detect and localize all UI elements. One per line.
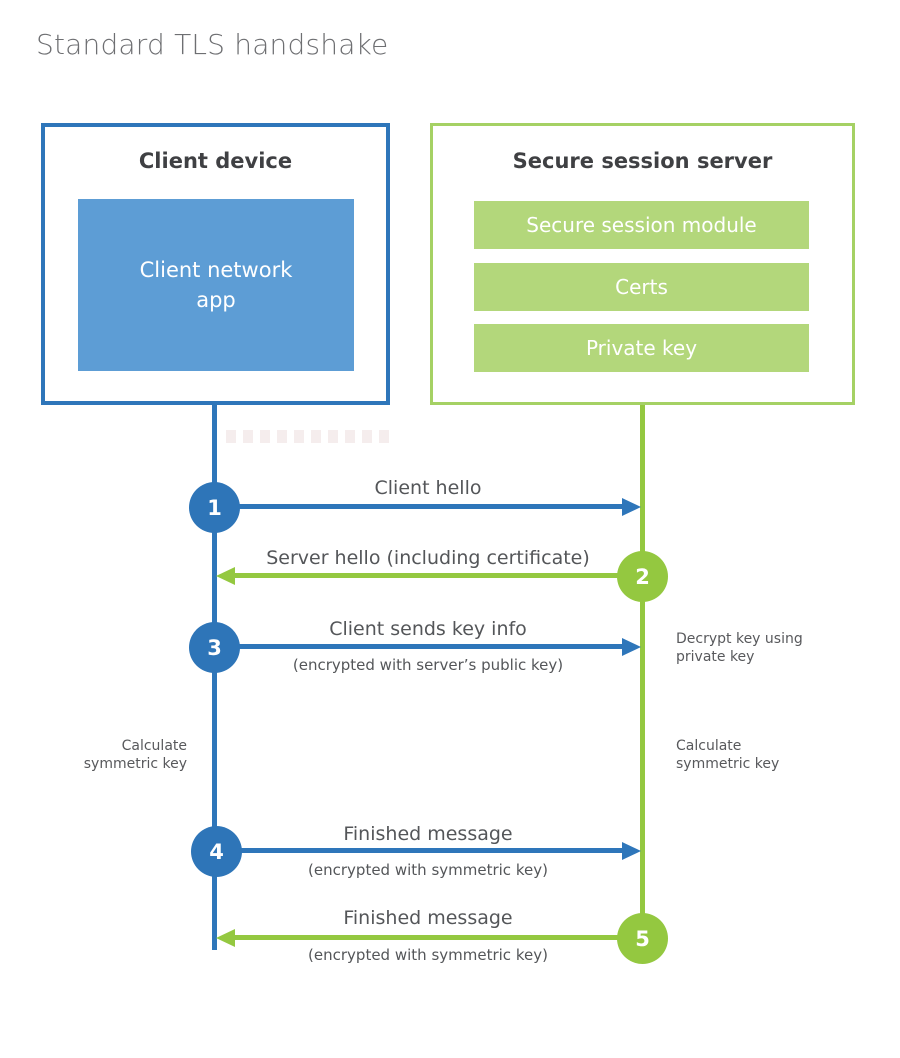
- arrow-left-icon: [216, 929, 235, 947]
- message-label-server-hello: Server hello (including certificate): [266, 547, 590, 569]
- note-calculate-symmetric-key-server: Calculate symmetric key: [676, 738, 780, 772]
- finished-server-arrow: [235, 935, 618, 940]
- arrow-right-icon: [622, 498, 641, 516]
- step-3-marker: 3: [189, 622, 240, 673]
- server-module-secure-session-module: Secure session module: [474, 201, 809, 249]
- message-label-finished-server: Finished message: [343, 907, 513, 929]
- arrow-right-icon: [622, 842, 641, 860]
- message-sub-finished-server: (encrypted with symmetric key): [308, 946, 548, 964]
- client-hello-arrow: [239, 504, 623, 509]
- step-2-marker: 2: [617, 551, 668, 602]
- note-decrypt-key: Decrypt key using private key: [676, 631, 803, 665]
- step-5-marker: 5: [617, 913, 668, 964]
- message-sub-finished-client: (encrypted with symmetric key): [308, 861, 548, 879]
- note-calculate-symmetric-key-client: Calculate symmetric key: [83, 738, 187, 772]
- arrow-left-icon: [216, 567, 235, 585]
- message-label-finished-client: Finished message: [343, 823, 513, 845]
- faint-dashes-artifact: [226, 430, 396, 443]
- step-1-marker: 1: [189, 482, 240, 533]
- secure-session-server-title: Secure session server: [512, 149, 773, 173]
- arrow-right-icon: [622, 638, 641, 656]
- client-key-info-arrow: [239, 644, 623, 649]
- server-lifeline: [640, 405, 645, 938]
- client-lifeline: [212, 405, 217, 950]
- client-network-app-box: Client network app: [78, 199, 354, 371]
- message-sub-client-key-info: (encrypted with server’s public key): [292, 656, 564, 674]
- server-hello-arrow: [235, 573, 619, 578]
- page-title: Standard TLS handshake: [36, 28, 389, 61]
- client-device-title: Client device: [138, 149, 293, 173]
- step-4-marker: 4: [191, 826, 242, 877]
- server-module-private-key: Private key: [474, 324, 809, 372]
- server-module-certs: Certs: [474, 263, 809, 311]
- finished-client-arrow: [241, 848, 623, 853]
- message-label-client-key-info: Client sends key info: [329, 618, 527, 640]
- message-label-client-hello: Client hello: [374, 477, 482, 499]
